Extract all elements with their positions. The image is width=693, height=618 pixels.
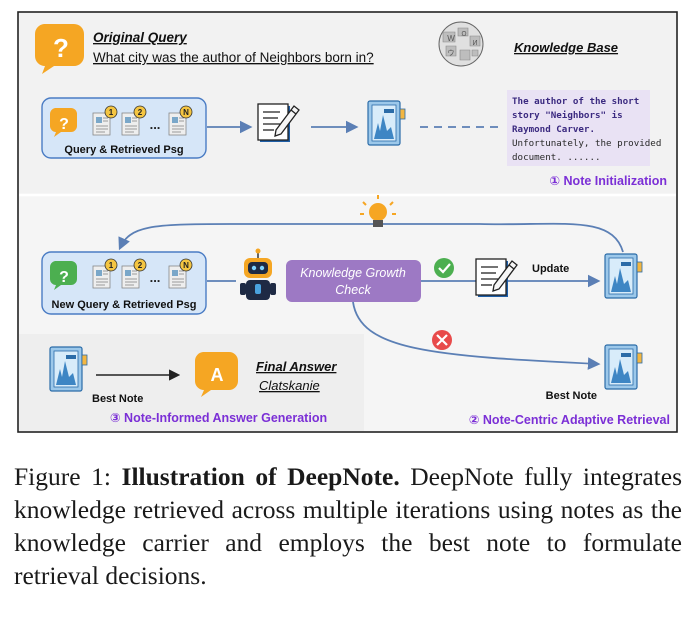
svg-text:И: И <box>472 40 477 47</box>
caption-bold: Illustration of DeepNote. <box>121 462 400 491</box>
stage2-psg-number-1: 1 <box>109 261 114 270</box>
figure-caption: Figure 1: Illustration of DeepNote. Deep… <box>14 460 682 592</box>
caption-body: DeepNote fully integrates knowledge retr… <box>14 462 682 590</box>
stage2-ellipsis: ... <box>150 270 161 285</box>
svg-text:ウ: ウ <box>448 49 455 57</box>
stage1-query-icon: ? <box>49 108 77 137</box>
answer-heading: Final Answer <box>256 359 337 374</box>
note-line-3: Raymond Carver. <box>512 124 595 135</box>
wikipedia-globe-icon: W Ω И ウ <box>438 21 484 67</box>
stage3-title: ③ Note-Informed Answer Generation <box>110 411 327 425</box>
check-label-line-1: Knowledge Growth <box>300 266 406 280</box>
update-label: Update <box>532 263 569 275</box>
success-check-icon <box>434 258 454 278</box>
stage1-psg-number-2: 2 <box>138 108 143 117</box>
svg-text:W: W <box>447 34 455 43</box>
deepnote-diagram: ? Original Query What city was the autho… <box>17 11 678 433</box>
stage2-loop-arrow <box>118 222 624 253</box>
answer-text: Clatskanie <box>259 378 320 393</box>
note-line-1: The author of the short <box>512 96 639 107</box>
stage2-updated-notebook-icon <box>604 253 643 299</box>
stage1-psg-number-n: N <box>183 108 189 117</box>
stage3-best-note-label: Best Note <box>92 393 143 405</box>
svg-text:?: ? <box>59 269 69 286</box>
stage2-best-notebook-icon <box>604 344 643 390</box>
lightbulb-icon <box>360 195 396 227</box>
stage2-best-note-label: Best Note <box>546 390 597 402</box>
svg-text:Ω: Ω <box>461 31 466 38</box>
stage2-psg-number-n: N <box>183 261 189 270</box>
stage2-title: ② Note-Centric Adaptive Retrieval <box>469 413 670 427</box>
svg-text:?: ? <box>59 116 69 133</box>
note-line-2: story "Neighbors" is <box>512 110 623 121</box>
stage1-title: ① Note Initialization <box>549 174 667 188</box>
caption-prefix: Figure 1: <box>14 462 122 491</box>
answer-bubble-icon <box>194 352 238 397</box>
knowledge-growth-check-box <box>286 260 421 302</box>
stage3-best-notebook-icon <box>49 346 88 392</box>
reject-arrow <box>352 301 601 370</box>
stage2-psg-number-2: 2 <box>138 261 143 270</box>
note-line-5: document. ...... <box>512 152 601 163</box>
query-bubble-icon: ? <box>34 24 84 74</box>
knowledge-base-label: Knowledge Base <box>514 40 618 55</box>
query-text: What city was the author of Neighbors bo… <box>93 50 374 65</box>
query-heading: Original Query <box>93 30 188 45</box>
stage2-query-icon: ? <box>49 261 77 290</box>
svg-text:?: ? <box>53 33 69 63</box>
note-text-box <box>507 90 650 166</box>
stage2-box-label: New Query & Retrieved Psg <box>52 299 197 311</box>
check-label-line-2: Check <box>335 283 371 297</box>
answer-letter: A <box>211 365 224 385</box>
note-line-4: Unfortunately, the provided <box>512 138 661 149</box>
stage1-psg-number-1: 1 <box>109 108 114 117</box>
stage1-notebook-icon <box>367 100 406 146</box>
reject-cross-icon <box>432 330 452 350</box>
robot-icon <box>240 248 276 300</box>
stage1-box-label: Query & Retrieved Psg <box>64 144 183 156</box>
stage1-ellipsis: ... <box>150 117 161 132</box>
